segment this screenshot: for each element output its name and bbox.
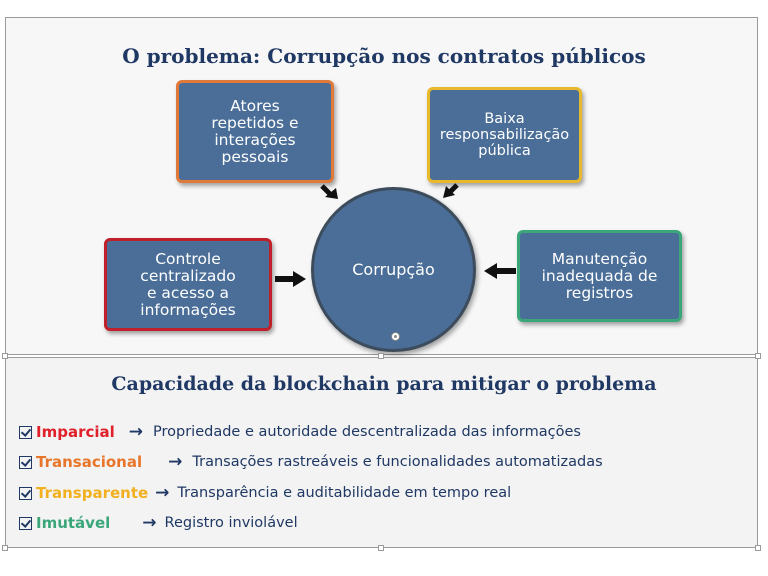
cause-box-actors: Atores repetidos e interações pessoais [176,80,334,183]
checkbox-checked-icon [19,455,32,469]
benefit-keyword: Imparcial [36,423,115,441]
resize-handle-icon[interactable] [755,353,761,359]
problem-title: O problema: Corrupção nos contratos públ… [122,44,646,68]
benefit-item-imparcial: Imparcial → Propriedade e autoridade des… [19,421,581,443]
resize-handle-icon[interactable] [2,353,8,359]
resize-handle-icon[interactable] [378,353,384,359]
blockchain-panel [5,357,758,548]
right-arrow-icon: → [128,422,144,442]
corruption-circle: Corrupção [311,187,476,352]
benefit-item-transparente: Transparente → Transparência e auditabil… [19,482,511,504]
checkbox-checked-icon [19,425,32,439]
benefit-keyword: Transacional [36,453,143,471]
blockchain-title: Capacidade da blockchain para mitigar o … [111,373,657,395]
benefit-keyword: Imutável [36,514,111,532]
resize-handle-icon[interactable] [755,545,761,551]
benefit-item-transacional: Transacional → Transações rastreáveis e … [19,451,603,473]
rotate-handle-icon[interactable] [391,332,400,341]
cause-box-control: Controle centralizado e acesso a informa… [104,238,272,331]
corruption-label: Corrupção [352,260,435,279]
checkbox-checked-icon [19,486,32,500]
benefit-description: Registro inviolável [164,515,298,531]
right-arrow-icon: → [168,452,183,472]
resize-handle-icon[interactable] [2,545,8,551]
benefit-description: Propriedade e autoridade descentralizada… [153,424,581,440]
cause-box-responsibility: Baixa responsabilização pública [427,87,582,183]
benefit-description: Transparência e auditabilidade em tempo … [177,485,512,501]
resize-handle-icon[interactable] [378,545,384,551]
cause-box-records: Manutenção inadequada de registros [517,230,682,322]
benefit-description: Transações rastreáveis e funcionalidades… [192,454,603,470]
benefit-keyword: Transparente [36,484,149,502]
right-arrow-icon: → [142,513,157,533]
checkbox-checked-icon [19,516,32,530]
benefit-item-imutavel: Imutável → Registro inviolável [19,512,298,534]
right-arrow-icon: → [155,483,170,503]
